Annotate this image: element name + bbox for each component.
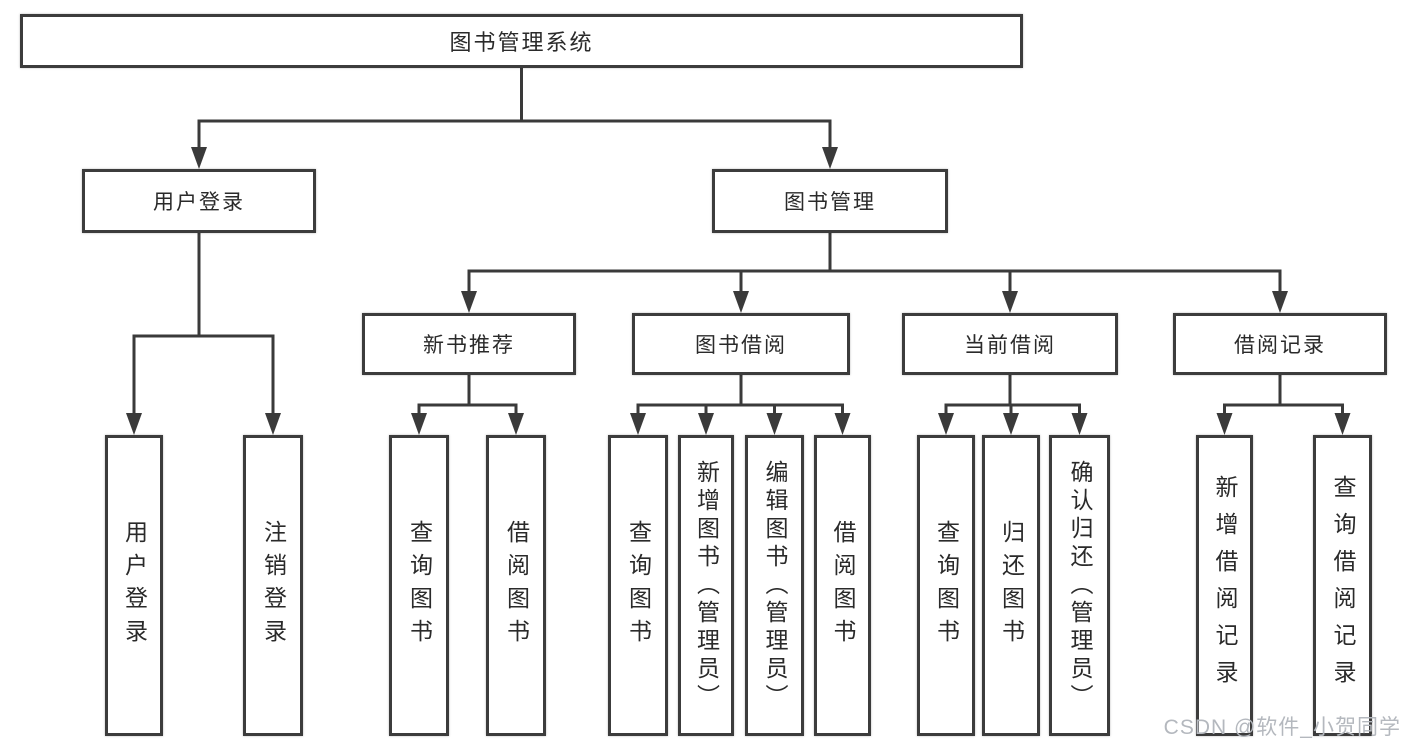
- node-user-login-leaf: 用户登录: [105, 435, 163, 736]
- node-label: 借阅图书: [830, 519, 856, 652]
- node-user-login: 用户登录: [82, 169, 316, 233]
- node-label: 借阅图书: [503, 519, 530, 652]
- node-borrow-records: 借阅记录: [1173, 313, 1387, 375]
- node-logout-leaf: 注销登录: [243, 435, 303, 736]
- node-label: 新增借阅记录: [1212, 474, 1238, 697]
- node-query-borrow-record: 查询借阅记录: [1313, 435, 1372, 736]
- node-query-book-rec: 查询图书: [389, 435, 449, 736]
- node-label: 用户登录: [121, 519, 148, 652]
- node-current-borrow: 当前借阅: [902, 313, 1118, 375]
- node-add-book: 新增图书（管理员）: [678, 435, 734, 736]
- node-confirm-return: 确认归还（管理员）: [1049, 435, 1110, 736]
- node-label: 当前借阅: [964, 334, 1056, 357]
- node-label: 借阅记录: [1234, 334, 1326, 357]
- node-book-mgmt: 图书管理: [712, 169, 948, 233]
- node-label: 编辑图书（管理员）: [762, 459, 788, 712]
- node-label: 归还图书: [998, 519, 1025, 652]
- node-label: 查询图书: [933, 519, 960, 652]
- node-borrow-book-rec: 借阅图书: [486, 435, 546, 736]
- node-label: 图书管理: [784, 191, 876, 214]
- watermark-text: CSDN @软件_小贺同学: [1163, 716, 1401, 739]
- node-label: 查询图书: [406, 519, 433, 652]
- node-label: 查询借阅记录: [1330, 474, 1356, 697]
- node-query-book-current: 查询图书: [917, 435, 975, 736]
- node-return-book: 归还图书: [982, 435, 1040, 736]
- node-query-book-borrow: 查询图书: [608, 435, 668, 736]
- node-label: 新增图书（管理员）: [693, 459, 720, 712]
- node-borrow-book: 借阅图书: [814, 435, 871, 736]
- node-new-book-rec: 新书推荐: [362, 313, 576, 375]
- node-label: 确认归还（管理员）: [1067, 459, 1093, 712]
- node-edit-book: 编辑图书（管理员）: [745, 435, 804, 736]
- node-label: 查询图书: [625, 519, 652, 652]
- node-add-borrow-record: 新增借阅记录: [1196, 435, 1253, 736]
- node-label: 新书推荐: [423, 334, 515, 357]
- node-root: 图书管理系统: [20, 14, 1023, 68]
- node-label: 用户登录: [153, 191, 245, 214]
- node-label: 注销登录: [260, 519, 287, 652]
- node-label: 图书管理系统: [449, 30, 594, 55]
- node-book-borrow: 图书借阅: [632, 313, 850, 375]
- node-label: 图书借阅: [695, 334, 787, 357]
